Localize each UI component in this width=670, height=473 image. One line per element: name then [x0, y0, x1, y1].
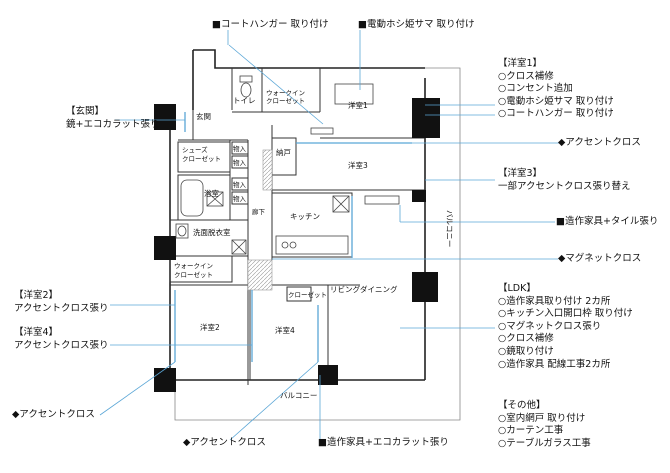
room-storage-3: 物入	[233, 180, 247, 189]
ldk-item: ○マグネットクロス張り	[498, 320, 602, 332]
interior-walls	[169, 68, 425, 385]
genkan-title: 【玄関】	[66, 106, 105, 117]
fixtures	[175, 75, 400, 255]
room-bath: 浴室	[204, 188, 219, 198]
ldk-item: ○鏡取り付け	[498, 345, 554, 357]
room-walkin1-a: ウォークイン	[266, 89, 305, 97]
room-shoes-a: シューズ	[182, 145, 208, 154]
annotation-youshitsu3: 【洋室3】 一部アクセントクロス張り替え	[498, 168, 631, 193]
label-drying-pole: ■電動ホシ姫サマ 取り付け	[358, 19, 475, 30]
ldk-item: ○造作家具取り付け 2カ所	[498, 295, 611, 307]
room-balcony-bottom: バルコニー	[280, 391, 317, 400]
youshitsu1-title: 【洋室1】	[498, 58, 543, 69]
youshitsu1-item: ○コートハンガー 取り付け	[498, 108, 614, 120]
room-ldk: リビングダイニング	[330, 284, 398, 294]
label-accent-cross-right: ◆アクセントクロス	[558, 137, 641, 148]
youshitsu1-item: ○コンセント追加	[498, 83, 573, 95]
room-storage-1: 物入	[233, 144, 247, 153]
room-nando: 納戸	[276, 147, 291, 157]
other-title: 【その他】	[498, 400, 546, 411]
label-magnet-cross: ◆マグネットクロス	[558, 253, 642, 264]
ldk-title: 【LDK】	[498, 283, 536, 294]
room-labels: トイレ ウォークイン クローゼット 洋室1 玄関 シューズ クローゼット 物入 …	[174, 89, 454, 400]
annotation-youshitsu4: 【洋室4】 アクセントクロス張り	[14, 327, 109, 352]
annotation-ldk: 【LDK】 ○造作家具取り付け 2カ所 ○キッチン入口開口枠 取り付け ○マグネ…	[498, 283, 633, 371]
room-corridor: 廊下	[252, 207, 266, 216]
youshitsu4-title: 【洋室4】	[14, 327, 59, 338]
room-walkin2-a: ウォークイン	[174, 262, 213, 270]
room-shoes-b: クローゼット	[182, 154, 221, 163]
hatched-areas	[247, 149, 273, 291]
room-youshitsu2: 洋室2	[200, 322, 220, 332]
ldk-item: ○キッチン入口開口枠 取り付け	[498, 308, 633, 320]
annotation-genkan: 【玄関】 鏡+エコカラット張り	[66, 106, 159, 131]
room-youshitsu3: 洋室3	[348, 160, 368, 170]
annotation-other: 【その他】 ○室内網戸 取り付け ○カーテン工事 ○テーブルガラス工事	[498, 400, 591, 450]
ldk-item: ○クロス補修	[498, 333, 554, 345]
genkan-desc: 鏡+エコカラット張り	[66, 118, 160, 130]
annotation-youshitsu2: 【洋室2】 アクセントクロス張り	[14, 290, 109, 315]
room-balcony-right: バルコニー	[445, 210, 454, 247]
room-youshitsu4: 洋室4	[275, 325, 295, 335]
annotation-youshitsu1: 【洋室1】 ○クロス補修 ○コンセント追加 ○電動ホシ姫サマ 取り付け ○コート…	[498, 58, 614, 121]
youshitsu3-desc: 一部アクセントクロス張り替え	[498, 180, 631, 192]
structural-columns	[154, 98, 440, 392]
room-storage-2: 物入	[233, 158, 247, 167]
label-accent-cross-bottom: ◆アクセントクロス	[183, 437, 266, 448]
other-item: ○カーテン工事	[498, 425, 564, 437]
room-kitchen: キッチン	[290, 212, 320, 221]
label-built-in-tile: ■造作家具+タイル張り	[556, 216, 659, 227]
room-closet-small: クローゼット	[288, 290, 327, 299]
other-item: ○室内網戸 取り付け	[498, 412, 586, 424]
leader-lines	[99, 30, 560, 441]
other-item: ○テーブルガラス工事	[498, 437, 591, 449]
youshitsu3-title: 【洋室3】	[498, 168, 543, 179]
youshitsu2-desc: アクセントクロス張り	[14, 302, 109, 314]
label-coat-hanger: ■コートハンガー 取り付け	[212, 19, 329, 30]
youshitsu2-title: 【洋室2】	[14, 290, 59, 301]
youshitsu4-desc: アクセントクロス張り	[14, 339, 109, 351]
label-built-in-eco: ■造作家具+エコカラット張り	[318, 437, 449, 448]
label-accent-cross-bottom-left: ◆アクセントクロス	[12, 409, 95, 420]
youshitsu1-item: ○クロス補修	[498, 70, 554, 82]
room-senmen: 洗面脱衣室	[193, 227, 231, 237]
room-walkin2-b: クローゼット	[174, 270, 213, 279]
room-toilet: トイレ	[233, 96, 256, 105]
ldk-item: ○造作家具 配線工事2カ所	[498, 358, 611, 370]
room-walkin1-b: クローゼット	[266, 96, 305, 105]
youshitsu1-item: ○電動ホシ姫サマ 取り付け	[498, 95, 614, 107]
room-youshitsu1: 洋室1	[348, 100, 368, 110]
room-storage-4: 物入	[233, 194, 247, 203]
room-genkan: 玄関	[196, 111, 211, 121]
